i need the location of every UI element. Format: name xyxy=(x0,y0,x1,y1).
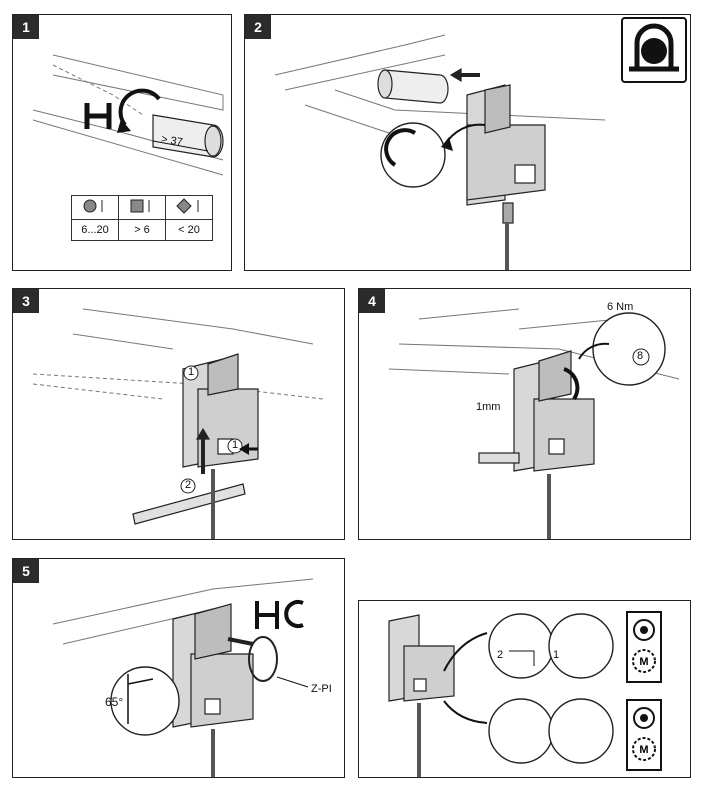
round-shaft-icon xyxy=(71,195,119,220)
gap-label: 1mm xyxy=(476,401,501,413)
tighten-clamp-illustration xyxy=(388,308,680,539)
step-number: 1 xyxy=(13,15,39,39)
panel-2: 2 xyxy=(244,14,691,271)
shaft-clamp-icon xyxy=(84,103,112,129)
diamond-shaft-icon xyxy=(165,195,213,220)
step-marker: 2 xyxy=(185,479,192,491)
square-shaft-icon xyxy=(118,195,166,220)
diamond-value: < 20 xyxy=(165,219,213,241)
wrench-size-label: 8 xyxy=(637,350,644,362)
shaft-clamp-icon xyxy=(255,600,304,629)
step-marker: 2 xyxy=(497,649,504,661)
panel-5: 5 65° Z-PI xyxy=(12,558,345,778)
panel-4: 4 6 Nm 8 1mm xyxy=(358,288,691,540)
step-marker: 1 xyxy=(232,439,239,451)
square-value: > 6 xyxy=(118,219,166,241)
shaft-size-table: 6...20 > 6 < 20 xyxy=(71,195,213,241)
step-number: 2 xyxy=(245,15,271,39)
lock-motor-icon xyxy=(621,17,687,83)
anti-rotation-illustration xyxy=(52,578,314,777)
torque-label: 6 Nm xyxy=(607,301,634,313)
step-marker: 1 xyxy=(188,366,195,378)
panel-3: 3 1 1 2 xyxy=(12,288,345,540)
svg-text:M: M xyxy=(639,744,648,756)
step-number: 4 xyxy=(359,289,385,313)
manual-override-icon: M xyxy=(626,611,662,683)
round-value: 6...20 xyxy=(71,219,119,241)
panel-6: 2 1 M M xyxy=(358,600,691,778)
panel-1: 1 > 37 6...20 > 6 xyxy=(12,14,232,271)
shaft-illustration xyxy=(32,54,224,176)
angle-label: 65° xyxy=(105,695,124,709)
step-number: 3 xyxy=(13,289,39,313)
override-illustration xyxy=(388,613,614,777)
motor-gear-icon: M xyxy=(626,699,662,771)
step-marker: 1 xyxy=(553,649,560,661)
svg-text:M: M xyxy=(639,656,648,668)
step-number: 5 xyxy=(13,559,39,583)
actuator-body xyxy=(466,84,546,270)
part-label: Z-PI xyxy=(311,683,332,695)
secure-actuator-illustration xyxy=(32,308,324,539)
